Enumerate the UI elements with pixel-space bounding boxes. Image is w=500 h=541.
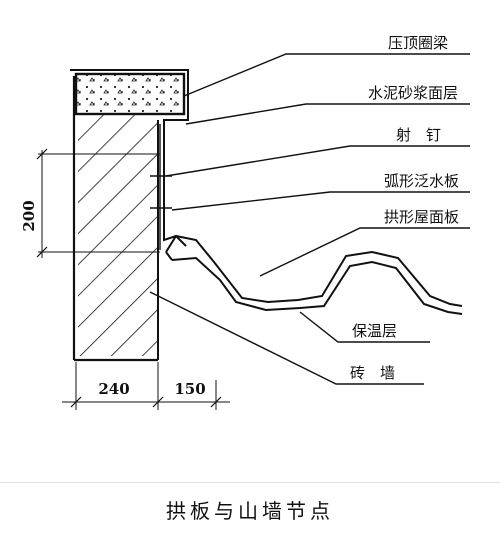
brick-wall — [72, 76, 159, 362]
label-brick-wall: 砖 墙 — [350, 364, 395, 382]
dim-height: 200 — [20, 200, 38, 231]
label-insulation: 保温层 — [352, 322, 397, 340]
ring-beam — [74, 72, 186, 116]
dimension-lines — [36, 148, 230, 410]
label-nail: 射 钉 — [396, 126, 441, 144]
gable-wall-joint-diagram: 200 240 150 压顶圈梁 水泥砂浆面层 射 钉 弧形泛水板 拱形屋面板 … — [20, 34, 470, 410]
label-mortar-layer: 水泥砂浆面层 — [368, 84, 458, 102]
leader-lines — [149, 53, 470, 385]
caption-bar: 拱板与山墙节点 — [0, 482, 500, 541]
dim-wall-width: 240 — [98, 380, 129, 398]
label-flashing: 弧形泛水板 — [384, 172, 459, 190]
label-ring-beam: 压顶圈梁 — [388, 34, 448, 52]
dim-offset: 150 — [174, 380, 205, 398]
label-roof-panel: 拱形屋面板 — [384, 208, 459, 226]
arched-roof-panel — [165, 234, 463, 315]
diagram-caption: 拱板与山墙节点 — [166, 499, 334, 523]
